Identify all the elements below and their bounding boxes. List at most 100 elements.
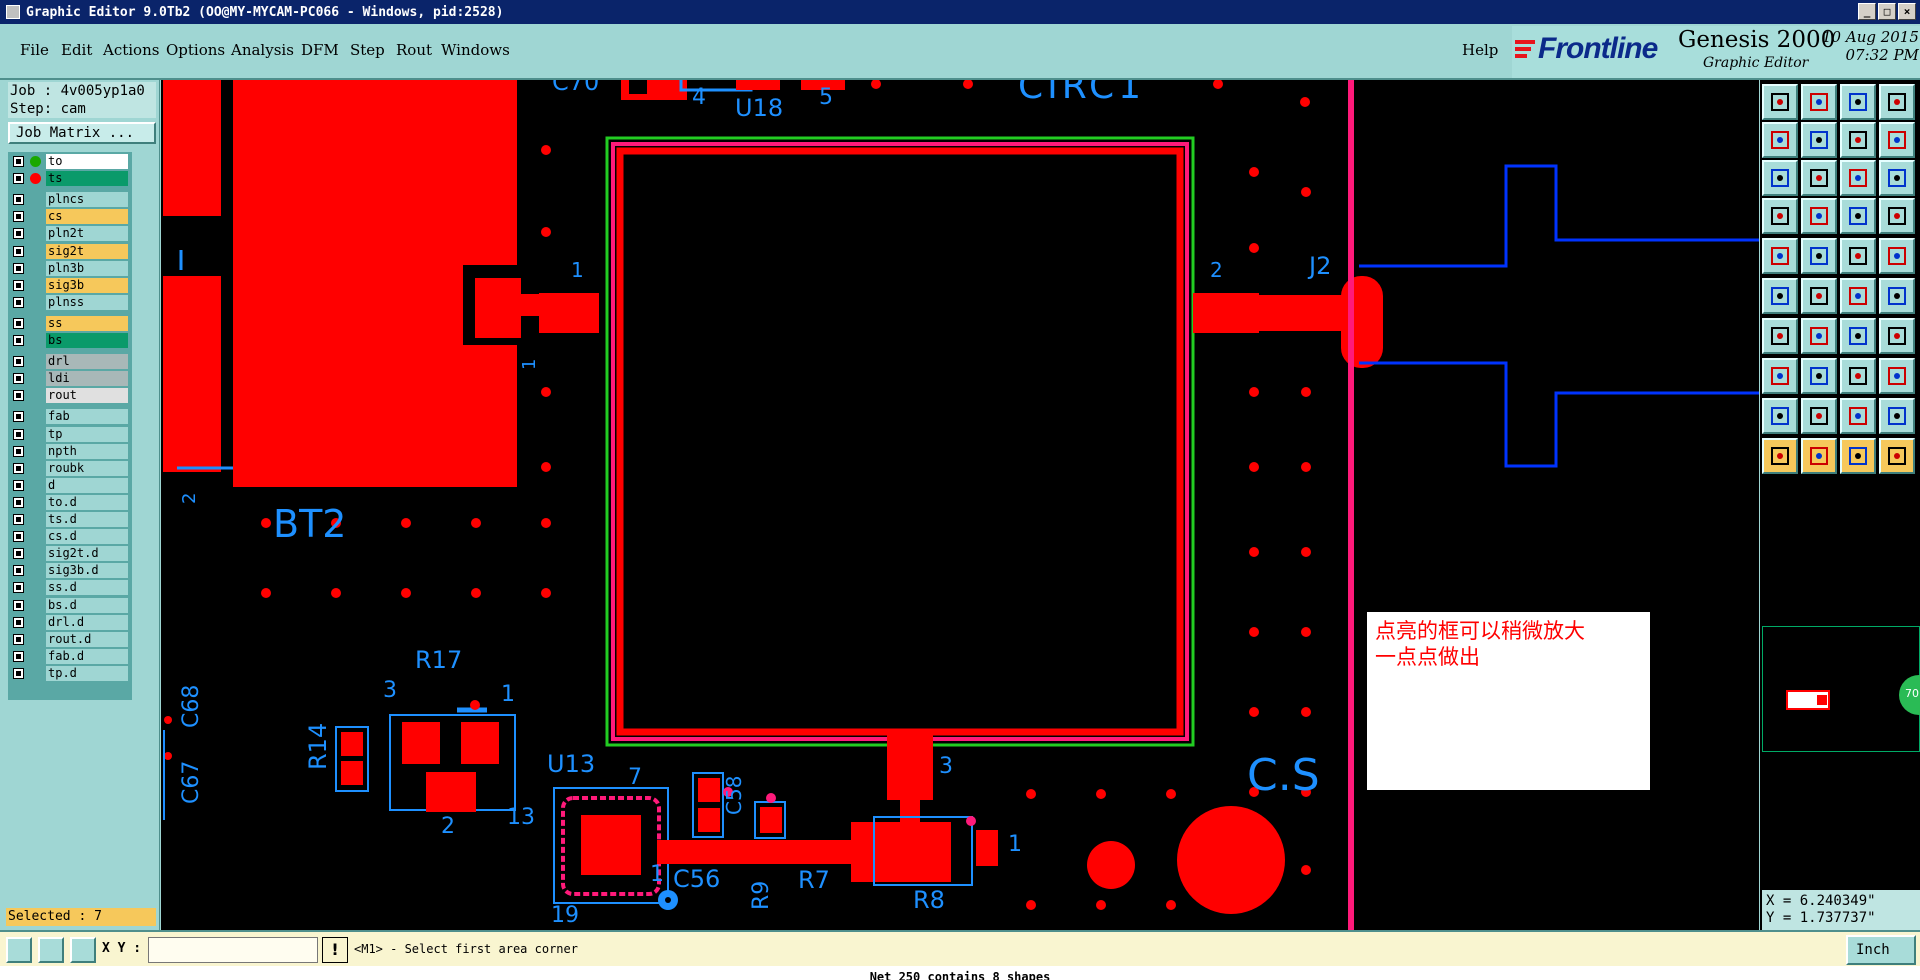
layer-checkbox[interactable] <box>13 194 24 206</box>
menu-dfm[interactable]: DFM <box>301 41 339 59</box>
pick-icon[interactable] <box>1840 438 1876 474</box>
menu-edit[interactable]: Edit <box>61 41 93 59</box>
pan-left-icon[interactable] <box>1762 122 1798 158</box>
center-icon[interactable] <box>1801 160 1837 196</box>
measure-button[interactable] <box>38 937 64 963</box>
menu-rout[interactable]: Rout <box>396 41 433 59</box>
layer-checkbox[interactable] <box>13 228 24 240</box>
layer-row-pln2t[interactable]: pln2t <box>10 226 132 242</box>
menu-help[interactable]: Help <box>1462 41 1499 59</box>
view-icon[interactable] <box>1762 198 1798 234</box>
layer-checkbox[interactable] <box>13 650 24 662</box>
route-icon[interactable] <box>1879 438 1915 474</box>
window-icon[interactable] <box>1879 84 1915 120</box>
layer-row-bs[interactable]: bs <box>10 333 132 348</box>
fit-icon[interactable] <box>1879 122 1915 158</box>
layer-checkbox[interactable] <box>13 514 24 525</box>
layer-checkbox[interactable] <box>13 633 24 645</box>
align-icon[interactable] <box>1879 318 1915 354</box>
layer-checkbox[interactable] <box>13 156 24 167</box>
layer-row-roubk[interactable]: roubk <box>10 460 132 476</box>
maximize-button[interactable]: □ <box>1878 3 1896 20</box>
layer-row-ts-d[interactable]: ts.d <box>10 512 132 527</box>
layer-checkbox[interactable] <box>13 173 24 185</box>
layer-checkbox[interactable] <box>13 356 24 368</box>
layer-row-to[interactable]: to <box>10 154 132 169</box>
save-icon[interactable] <box>1801 84 1837 120</box>
layer-row-rout-d[interactable]: rout.d <box>10 631 132 647</box>
polygon-icon[interactable] <box>1879 398 1915 434</box>
warning-button[interactable]: ! <box>322 937 348 963</box>
layer-row-to-d[interactable]: to.d <box>10 494 132 510</box>
move-icon[interactable] <box>1801 358 1837 394</box>
measure-icon[interactable] <box>1840 358 1876 394</box>
title-bar[interactable]: Graphic Editor 9.0Tb2 (OO@MY-MYCAM-PC066… <box>0 0 1920 24</box>
layer-row-drl[interactable]: drl <box>10 354 132 370</box>
layer-checkbox[interactable] <box>13 279 24 291</box>
grid-icon[interactable] <box>1801 198 1837 234</box>
layer-checkbox[interactable] <box>13 296 24 308</box>
layer-checkbox[interactable] <box>13 667 24 679</box>
line-icon[interactable] <box>1840 278 1876 314</box>
layer-row-cs[interactable]: cs <box>10 209 132 225</box>
layer-scrollbar[interactable] <box>135 152 157 700</box>
layer-checkbox[interactable] <box>13 599 24 611</box>
layers-icon[interactable] <box>1840 198 1876 234</box>
layer-row-sig2t-d[interactable]: sig2t.d <box>10 546 132 562</box>
layer-row-sig3b-d[interactable]: sig3b.d <box>10 563 132 579</box>
layer-row-tp[interactable]: tp <box>10 426 132 442</box>
layer-row-bs-d[interactable]: bs.d <box>10 597 132 613</box>
layer-checkbox[interactable] <box>13 616 24 628</box>
layer-row-tp-d[interactable]: tp.d <box>10 665 132 681</box>
drill-icon[interactable] <box>1879 238 1915 274</box>
text-icon[interactable] <box>1801 398 1837 434</box>
zoom-fit-icon[interactable] <box>1762 160 1798 196</box>
pcb-drawing[interactable] <box>161 80 1759 930</box>
layer-checkbox[interactable] <box>13 411 24 423</box>
triangle-icon[interactable] <box>1762 398 1798 434</box>
layer-checkbox[interactable] <box>13 317 24 329</box>
layer-checkbox[interactable] <box>13 462 24 474</box>
layer-checkbox[interactable] <box>13 390 24 402</box>
grid-button[interactable] <box>70 937 96 963</box>
net-icon[interactable] <box>1879 198 1915 234</box>
layer-checkbox[interactable] <box>13 582 24 594</box>
delete-icon[interactable] <box>1801 278 1837 314</box>
menu-windows[interactable]: Windows <box>441 41 510 59</box>
menu-step[interactable]: Step <box>350 41 385 59</box>
layer-row-ss[interactable]: ss <box>10 315 132 331</box>
layer-checkbox[interactable] <box>13 373 24 385</box>
home-icon[interactable] <box>1840 84 1876 120</box>
flip-icon[interactable] <box>1840 122 1876 158</box>
layer-checkbox[interactable] <box>13 548 24 560</box>
pan-right-icon[interactable] <box>1801 122 1837 158</box>
layer-row-sig2t[interactable]: sig2t <box>10 243 132 259</box>
layer-row-ss-d[interactable]: ss.d <box>10 580 132 596</box>
layer-checkbox[interactable] <box>13 565 24 577</box>
layer-checkbox[interactable] <box>13 428 24 440</box>
layer-row-npth[interactable]: npth <box>10 443 132 459</box>
layer-row-plnss[interactable]: plnss <box>10 294 132 310</box>
draw-icon[interactable] <box>1801 318 1837 354</box>
layer-checkbox[interactable] <box>13 211 24 223</box>
units-selector[interactable]: Inch <box>1846 935 1916 965</box>
insert-icon[interactable] <box>1762 84 1798 120</box>
angle-icon[interactable] <box>1762 318 1798 354</box>
menu-file[interactable]: File <box>20 41 49 59</box>
layer-checkbox[interactable] <box>13 245 24 257</box>
minimize-button[interactable]: _ <box>1858 3 1876 20</box>
layer-row-plncs[interactable]: plncs <box>10 192 132 208</box>
layer-row-fab-d[interactable]: fab.d <box>10 648 132 664</box>
layer-row-fab[interactable]: fab <box>10 409 132 425</box>
xy-input[interactable] <box>148 937 318 963</box>
layer-checkbox[interactable] <box>13 262 24 274</box>
select-icon[interactable] <box>1762 238 1798 274</box>
layer-row-ldi[interactable]: ldi <box>10 371 132 387</box>
layer-row-ts[interactable]: ts <box>10 171 132 187</box>
arc-icon[interactable] <box>1879 278 1915 314</box>
menu-analysis[interactable]: Analysis <box>231 41 294 59</box>
layer-checkbox[interactable] <box>13 479 24 491</box>
shape-icon[interactable] <box>1879 358 1915 394</box>
ratio-icon[interactable] <box>1840 160 1876 196</box>
snap-icon[interactable] <box>1879 160 1915 196</box>
